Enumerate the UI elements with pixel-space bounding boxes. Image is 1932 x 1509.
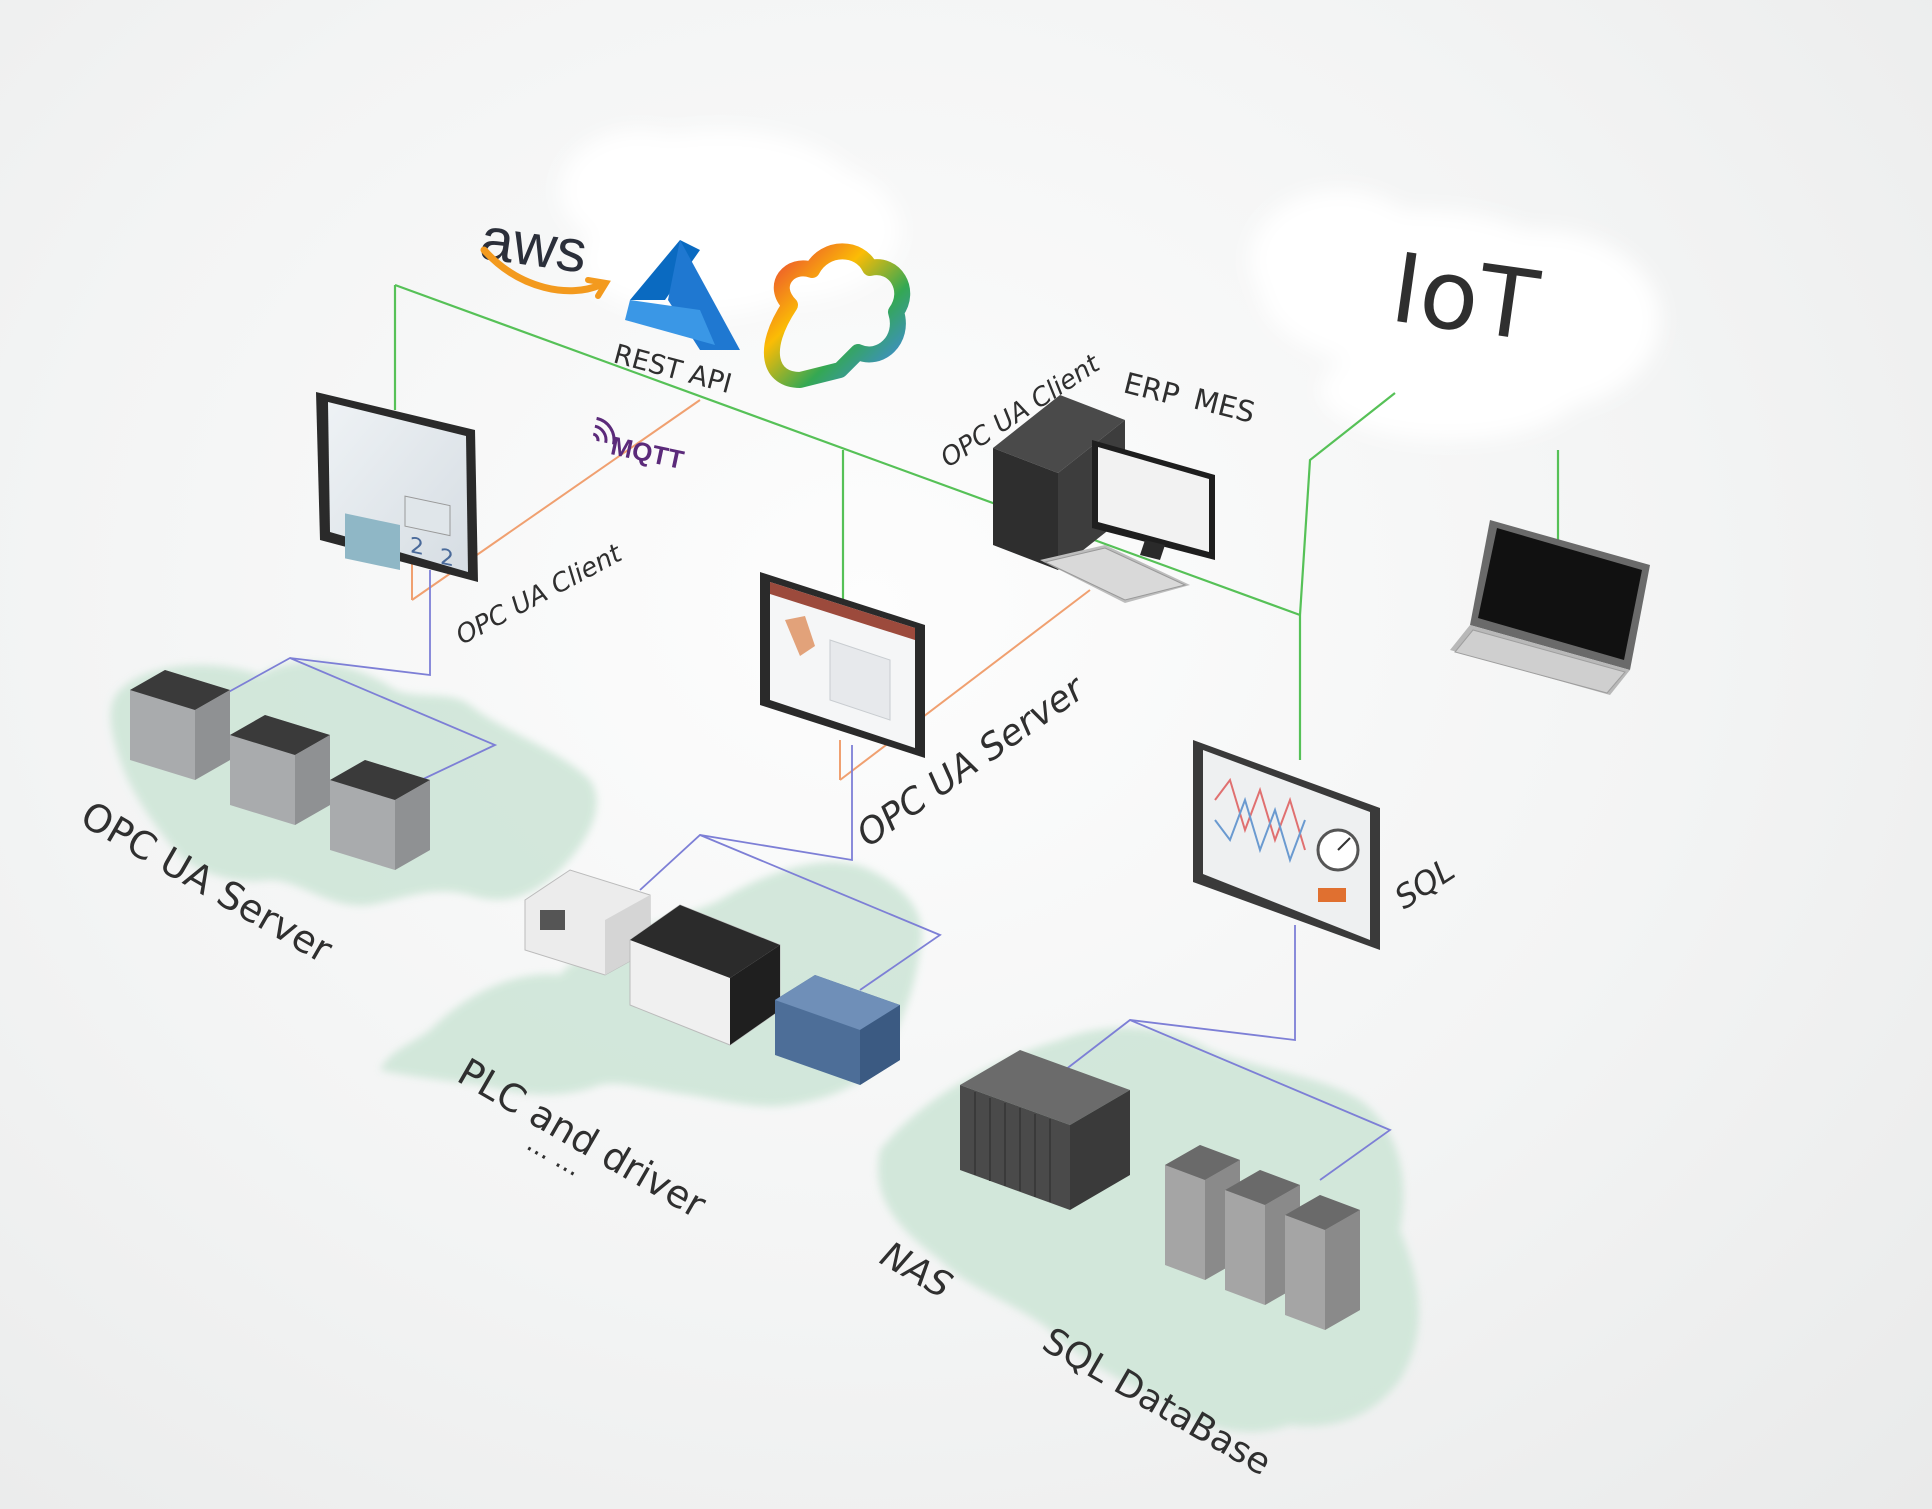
aws-logo-text: aws — [476, 205, 591, 286]
hmi-panel-icon — [760, 572, 925, 758]
azure-logo-icon — [625, 240, 740, 350]
google-cloud-logo-icon — [764, 243, 911, 388]
fieldbus-lines — [204, 570, 1392, 1181]
plc-module-icon — [775, 975, 900, 1085]
laptop-icon — [1450, 520, 1650, 695]
iot-label: IoT — [1385, 232, 1545, 363]
nas-server-icon — [960, 1050, 1130, 1210]
desktop-pc-icon — [993, 395, 1215, 603]
mqtt-logo-text: MQTT — [608, 430, 686, 475]
plc-module-icon — [330, 760, 430, 870]
hmi-panel-icon — [1193, 740, 1380, 950]
svg-text:2: 2 — [410, 532, 424, 561]
svg-text:2: 2 — [440, 544, 454, 573]
mes-label: MES — [1190, 382, 1258, 430]
cloud-icon — [560, 130, 900, 315]
database-server-icon — [1285, 1195, 1360, 1330]
plc-module-icon — [629, 904, 781, 1046]
cloud-icon — [1250, 190, 1660, 440]
orange-lines — [411, 399, 1091, 781]
hmi-panel-icon: 2 2 — [316, 392, 478, 582]
plc-module-icon — [230, 715, 330, 825]
sql-label: SQL — [1388, 850, 1462, 916]
plc-module-icon — [130, 670, 230, 780]
aws-logo-icon: aws — [476, 205, 611, 299]
erp-label: ERP — [1120, 366, 1183, 413]
ethernet-lines — [393, 283, 1560, 760]
